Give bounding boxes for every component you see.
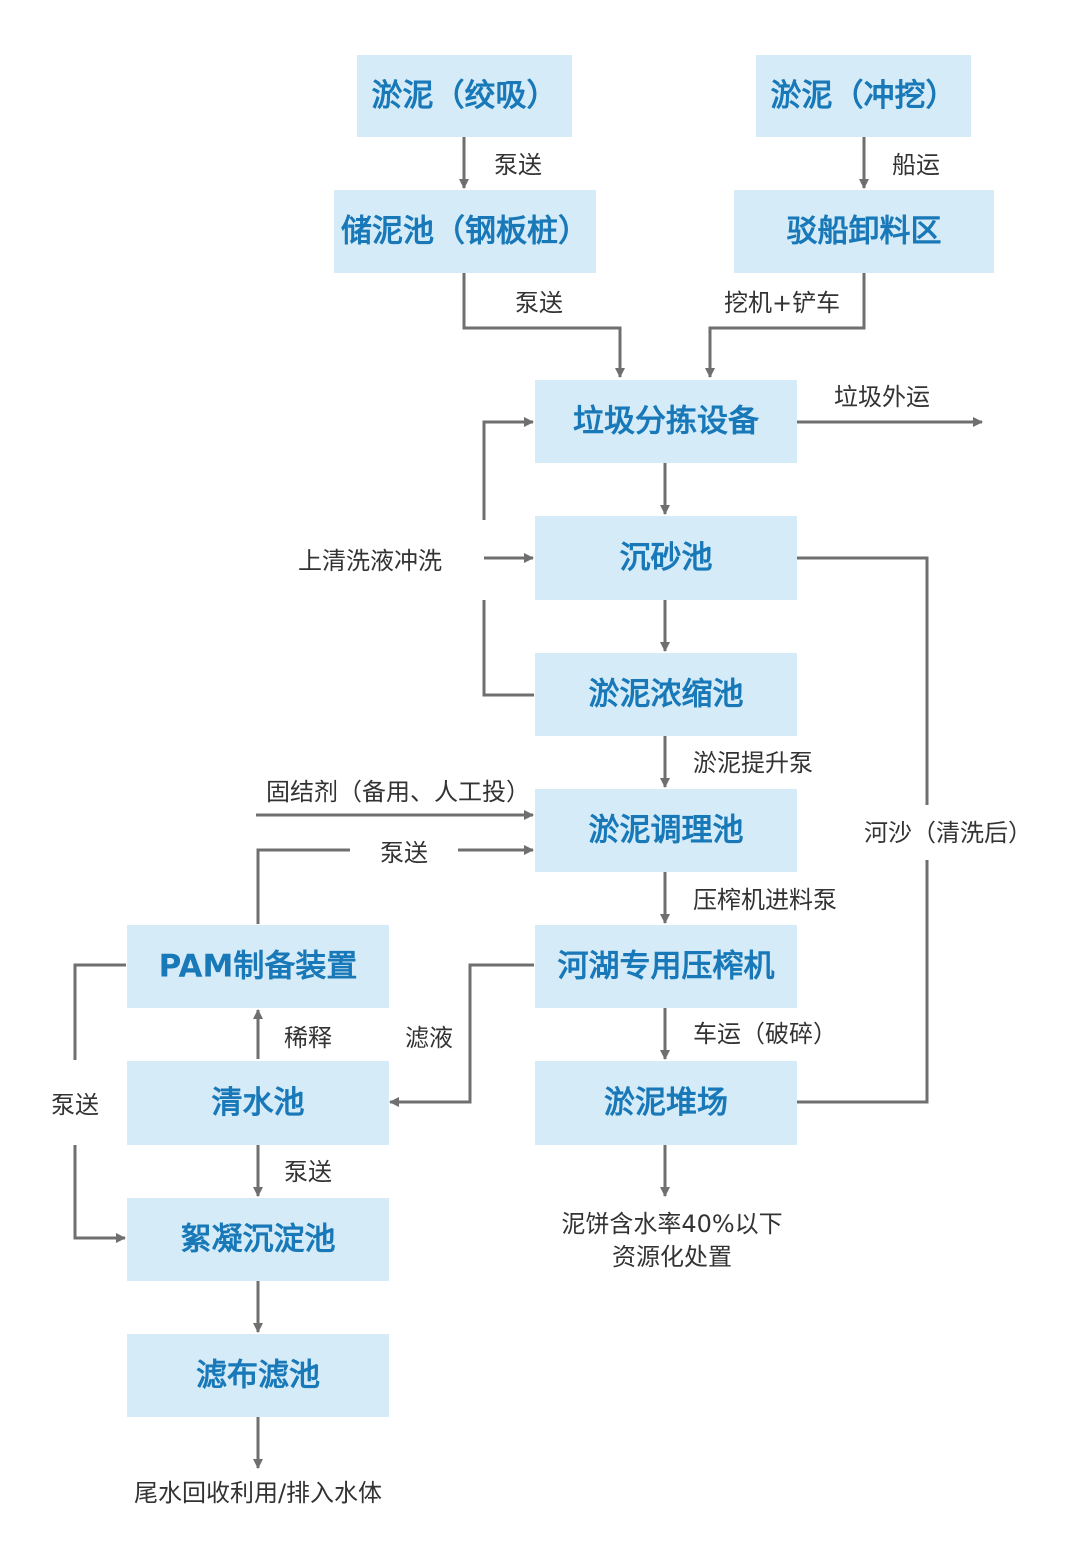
label-feed-pump: 压榨机进料泵	[693, 886, 837, 914]
arrow-pam-left-to-flocculation	[73, 1145, 126, 1243]
box-sludge-cutter-suction: 淤泥（绞吸）	[357, 55, 572, 137]
box-barge-unloading: 驳船卸料区	[734, 190, 994, 273]
label-tail-water: 尾水回收利用/排入水体	[134, 1479, 382, 1507]
box-barge-unloading-label: 驳船卸料区	[787, 214, 942, 250]
edge-labels: 泵送 船运 泵送 挖机+铲车 垃圾外运 上清洗液冲洗 淤泥提升泵 固结剂（备用、…	[51, 151, 1032, 1507]
box-sludge-cutter-suction-label: 淤泥（绞吸）	[372, 78, 558, 114]
label-pump-3: 泵送	[380, 839, 428, 867]
box-sludge-flush-dredge-label: 淤泥（冲挖）	[771, 78, 957, 114]
label-pump-1: 泵送	[494, 151, 542, 179]
box-filter-press: 河湖专用压榨机	[535, 925, 797, 1008]
label-garbage-out: 垃圾外运	[834, 383, 930, 411]
label-pump-2: 泵送	[515, 289, 563, 317]
arrow-storage-to-sorting	[462, 273, 625, 378]
label-pump-4: 泵送	[284, 1158, 332, 1186]
label-pump-left: 泵送	[51, 1091, 99, 1119]
box-filter-press-label: 河湖专用压榨机	[558, 949, 775, 985]
loop-thickener-to-sorting	[482, 600, 534, 697]
label-wash-flush: 上清洗液冲洗	[298, 547, 442, 575]
arrow-filtrate-to-clear-pond	[389, 963, 534, 1107]
box-clear-water-pond-label: 清水池	[212, 1085, 305, 1121]
label-river-sand: 河沙（清洗后）	[864, 819, 1032, 847]
line-river-sand-bottom	[797, 860, 929, 1104]
box-conditioning-label: 淤泥调理池	[589, 813, 744, 849]
label-cake-moisture: 泥饼含水率40%以下	[561, 1210, 782, 1238]
box-pam-unit-label: PAM制备装置	[159, 949, 358, 985]
box-cloth-filter: 滤布滤池	[127, 1334, 389, 1417]
box-conditioning: 淤泥调理池	[535, 789, 797, 872]
line-river-sand-top	[797, 556, 929, 805]
box-clear-water-pond: 清水池	[127, 1061, 389, 1145]
box-garbage-sorting: 垃圾分拣设备	[535, 380, 797, 463]
box-sludge-yard: 淤泥堆场	[535, 1061, 797, 1145]
box-grit-chamber-label: 沉砂池	[620, 540, 713, 576]
line-pam-left-top	[73, 963, 126, 1060]
connectors	[73, 137, 983, 1469]
line-pam-to-conditioning	[256, 848, 350, 924]
box-sludge-yard-label: 淤泥堆场	[604, 1085, 728, 1121]
label-filtrate: 滤液	[405, 1024, 453, 1052]
box-garbage-sorting-label: 垃圾分拣设备	[573, 404, 760, 440]
loop-wash-to-sorting	[482, 417, 534, 520]
label-cake-reuse: 资源化处置	[612, 1243, 732, 1271]
box-thickener: 淤泥浓缩池	[535, 653, 797, 736]
box-pam-unit: PAM制备装置	[127, 925, 389, 1008]
box-storage-pond-label: 储泥池（钢板桩）	[341, 214, 589, 250]
label-lift-pump: 淤泥提升泵	[693, 749, 813, 777]
arrow-barge-to-sorting	[705, 273, 866, 378]
box-cloth-filter-label: 滤布滤池	[196, 1358, 320, 1394]
label-excavator-loader: 挖机+铲车	[724, 289, 840, 317]
label-ship-transport: 船运	[892, 151, 940, 179]
box-flocculation-tank-label: 絮凝沉淀池	[181, 1222, 336, 1258]
label-curing-agent: 固结剂（备用、人工投）	[266, 778, 530, 806]
box-sludge-flush-dredge: 淤泥（冲挖）	[756, 55, 971, 137]
box-storage-pond: 储泥池（钢板桩）	[334, 190, 596, 273]
label-dilute: 稀释	[284, 1024, 332, 1052]
box-thickener-label: 淤泥浓缩池	[589, 677, 744, 713]
box-flocculation-tank: 絮凝沉淀池	[127, 1198, 389, 1281]
box-grit-chamber: 沉砂池	[535, 516, 797, 600]
label-truck-crush: 车运（破碎）	[693, 1020, 837, 1048]
